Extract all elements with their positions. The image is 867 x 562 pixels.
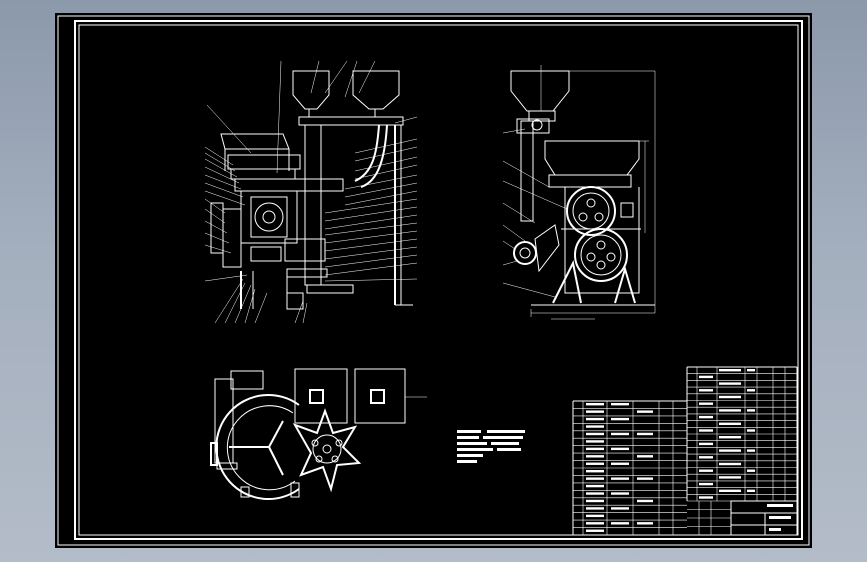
bom-table: [572, 366, 798, 536]
side-column: [520, 120, 534, 222]
title-block: [730, 500, 798, 536]
hopper-right: [352, 70, 400, 110]
top-rotor-arc: [215, 394, 300, 500]
technical-notes: [457, 430, 525, 463]
outer-border: [57, 15, 810, 546]
top-plate: [298, 116, 404, 126]
hopper-left: [292, 70, 330, 110]
front-view: [204, 60, 418, 324]
side-hopper: [510, 70, 570, 112]
base-plate: [306, 284, 354, 294]
leader-lines-front-right: [276, 60, 418, 282]
rotor-front: [254, 202, 284, 232]
drawing-sheet: [57, 15, 810, 546]
cad-viewport[interactable]: [55, 13, 812, 548]
elbow-pipe: [354, 124, 380, 182]
side-view: [502, 65, 656, 320]
star-wheel: [292, 408, 362, 493]
side-leg-right: [614, 265, 636, 304]
inner-border: [74, 20, 803, 540]
top-motor: [230, 370, 264, 390]
frame-line: [78, 24, 799, 536]
leader-lines-side: [502, 128, 568, 298]
housing-band: [234, 178, 344, 192]
upper-drum: [566, 186, 616, 236]
funnel: [220, 133, 290, 150]
lower-drum: [574, 228, 628, 282]
top-hopper-right: [354, 368, 406, 424]
side-pulley: [513, 241, 537, 265]
top-view: [210, 368, 427, 500]
side-leg-left: [552, 259, 582, 304]
main-body: [240, 190, 298, 244]
leader-lines-front-left: [204, 104, 308, 324]
side-funnel: [544, 140, 640, 176]
top-hopper-left: [294, 368, 348, 424]
